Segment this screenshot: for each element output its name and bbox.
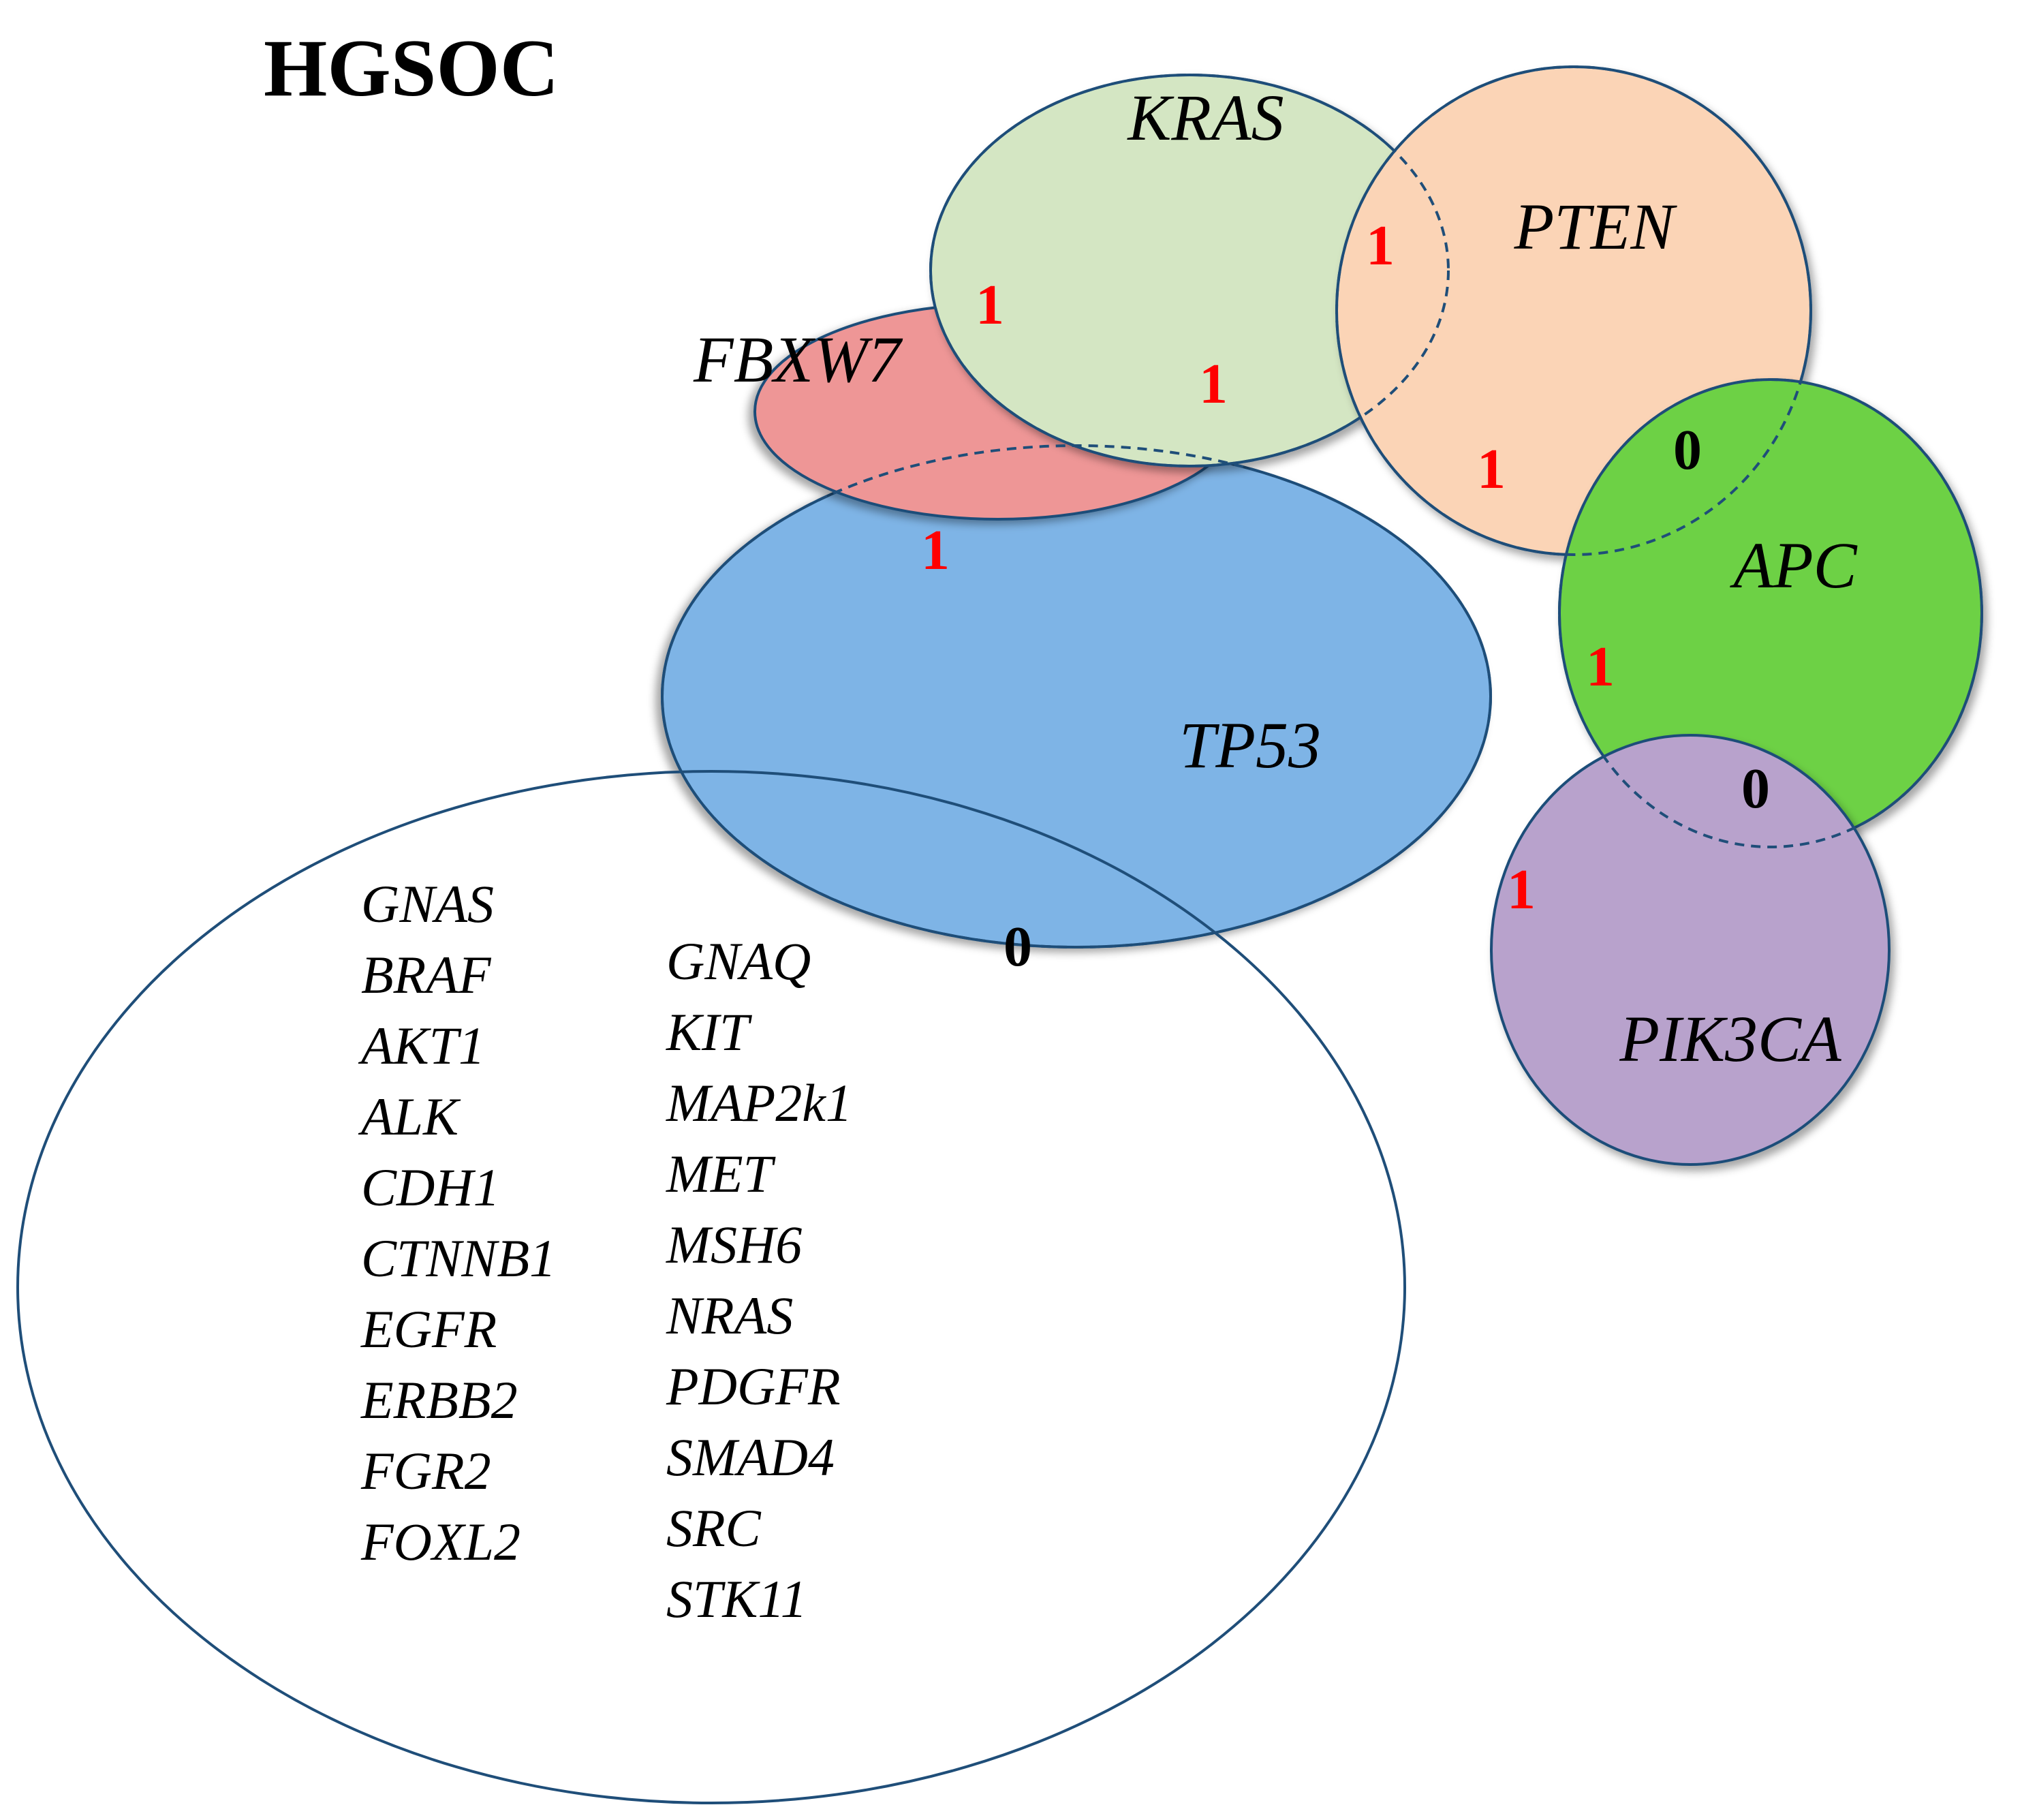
gene-name: EGFR	[360, 1299, 497, 1359]
count-kras-pten: 1	[1366, 214, 1395, 277]
gene-name: SRC	[666, 1498, 762, 1558]
gene-name: PDGFR	[666, 1357, 841, 1416]
other-genes-column-1: GNAS BRAF AKT1 ALK CDH1 CTNNB1 EGFR ERBB…	[358, 874, 556, 1571]
label-apc: APC	[1729, 529, 1857, 602]
count-apc-pik3ca: 0	[1741, 757, 1770, 820]
diagram-title: HGSOC	[264, 22, 559, 113]
label-tp53: TP53	[1179, 709, 1321, 782]
gene-name: ALK	[358, 1087, 461, 1146]
gene-name: FGR2	[360, 1441, 491, 1500]
apc-dashed-outline	[1558, 378, 1983, 848]
gene-name: NRAS	[666, 1286, 793, 1345]
gene-name: AKT1	[358, 1016, 485, 1075]
count-other-tp53: 0	[1004, 915, 1032, 978]
count-fbxw7-tp53: 1	[921, 519, 950, 582]
tp53-dashed-outline	[661, 444, 1492, 948]
label-kras: KRAS	[1126, 81, 1284, 154]
gene-name: GNAS	[361, 874, 494, 934]
label-pik3ca: PIK3CA	[1619, 1002, 1841, 1075]
gene-name: BRAF	[361, 945, 492, 1004]
gene-name: FOXL2	[360, 1512, 520, 1571]
label-pten: PTEN	[1514, 190, 1678, 263]
gene-name: CDH1	[361, 1158, 500, 1217]
gene-name: MET	[666, 1144, 776, 1203]
gene-name: CTNNB1	[361, 1229, 556, 1288]
count-pik3ca-tp53: 1	[1507, 858, 1536, 921]
gene-name: STK11	[666, 1569, 807, 1629]
gene-name: SMAD4	[666, 1428, 835, 1487]
pten-dashed-outline	[1335, 65, 1812, 556]
count-pten-tp53: 1	[1477, 437, 1506, 501]
gene-name: KIT	[666, 1002, 752, 1062]
count-apc-tp53: 1	[1586, 635, 1615, 698]
gene-name: MAP2k1	[666, 1073, 852, 1132]
gene-name: ERBB2	[360, 1370, 518, 1430]
count-fbxw7-kras: 1	[976, 273, 1004, 337]
gene-name: GNAQ	[666, 931, 811, 991]
count-pten-apc: 0	[1673, 418, 1702, 482]
set-tp53	[661, 444, 1492, 948]
gene-name: MSH6	[666, 1215, 802, 1274]
set-pik3ca	[1490, 734, 1891, 1166]
set-other-genes	[16, 770, 1406, 1804]
count-kras-tp53: 1	[1199, 352, 1228, 416]
other-genes-column-2: GNAQ KIT MAP2k1 MET MSH6 NRAS PDGFR SMAD…	[666, 931, 852, 1629]
kras-dashed-outline	[929, 74, 1450, 467]
label-fbxw7: FBXW7	[693, 323, 903, 396]
